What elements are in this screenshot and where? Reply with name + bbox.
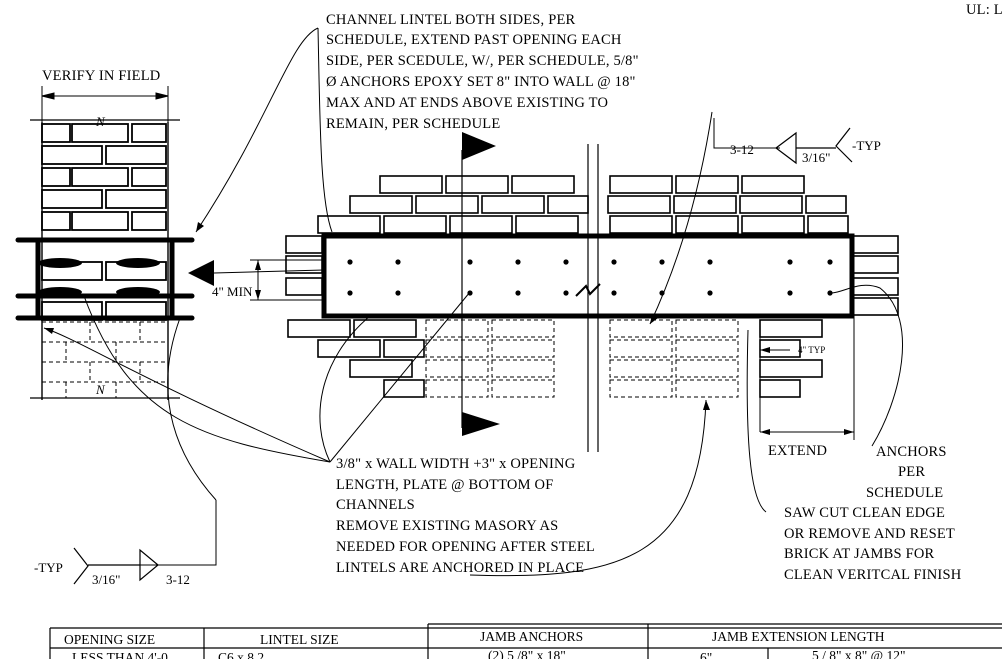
break-mark-bottom: N [95,382,106,397]
table-header-jamb-anchors: JAMB ANCHORS [480,629,583,644]
weld-bottom-size: 3/16" [92,572,120,587]
table-cell-anchors: (2) 5 /8" x 18" [488,648,566,659]
note-line: CHANNELS [336,497,415,513]
table-cell-opening: LESS THAN 4'-0 [72,650,168,659]
four-min-label: 4" MIN [212,284,253,299]
note-line: REMAIN, PER SCHEDULE [326,116,500,132]
note-line: REMOVE EXISTING MASORY AS [336,518,558,534]
leader-lines [43,27,903,577]
note-line: LENGTH, PLATE @ BOTTOM OF [336,477,553,493]
break-mark-top: N [95,114,106,129]
elevation-brick-lower [287,319,823,398]
note-line: SCHEDULE [866,485,943,501]
note-line: NEEDED FOR OPENING AFTER STEEL [336,539,595,555]
ul-label: UL: L526 [966,2,1002,18]
wall-section-view [15,86,195,400]
weld-top-typ: -TYP [852,138,881,153]
note-line: PER [898,464,925,480]
table-header-opening-size: OPENING SIZE [64,632,155,647]
weld-top-size: 3/16" [802,150,830,165]
verify-in-field-label: VERIFY IN FIELD [42,68,160,84]
note-line: BRICK AT JAMBS FOR [784,546,935,562]
lintel-schedule-table: OPENING SIZE LINTEL SIZE JAMB ANCHORS JA… [49,623,1002,659]
note-line: CLEAN VERITCAL FINISH [784,567,962,583]
saw-cut-note: SAW CUT CLEAN EDGE OR REMOVE AND RESET B… [784,505,962,583]
note-line: OR REMOVE AND RESET [784,526,955,542]
weld-top-pitch: 3-12 [730,142,754,157]
weld-bottom-pitch: 3-12 [166,572,190,587]
note-line: ANCHORS [876,444,947,460]
four-typ-label: 4" TYP [798,345,825,355]
weld-symbol-bottom [73,547,159,585]
weld-symbol-top [775,127,853,165]
note-line: SCHEDULE, EXTEND PAST OPENING EACH [326,32,622,48]
note-line: LINTELS ARE ANCHORED IN PLACE [336,560,584,576]
table-cell-spacing: 5 / 8" x 8" @ 12" [812,648,905,659]
table-header-jamb-extension: JAMB EXTENSION LENGTH [712,629,885,644]
weld-bottom-typ: -TYP [34,560,63,575]
note-line: CHANNEL LINTEL BOTH SIDES, PER [326,12,576,28]
wall-elevation-view [188,132,899,452]
table-header-lintel-size: LINTEL SIZE [260,632,339,647]
note-line: SAW CUT CLEAN EDGE [784,505,945,521]
table-cell-extension: 6" [700,650,712,659]
note-line: 3/8" x WALL WIDTH +3" x OPENING [336,456,576,472]
section-direction-arrow [188,260,214,286]
note-line: MAX AND AT ENDS ABOVE EXISTING TO [326,95,608,111]
channel-lintel-note: CHANNEL LINTEL BOTH SIDES, PER SCHEDULE,… [326,12,639,132]
note-line: SIDE, PER SCEDULE, W/, PER SCHEDULE, 5/8… [326,53,639,69]
section-brick-upper [41,123,167,231]
note-line: Ø ANCHORS EPOXY SET 8" INTO WALL @ 18" [326,74,636,90]
table-cell-lintel: C6 x 8.2 [218,650,264,659]
elevation-brick-upper [285,175,899,316]
anchors-note: ANCHORS PER SCHEDULE [866,444,947,501]
plate-note: 3/8" x WALL WIDTH +3" x OPENING LENGTH, … [336,456,595,576]
extend-label: EXTEND [768,443,827,459]
